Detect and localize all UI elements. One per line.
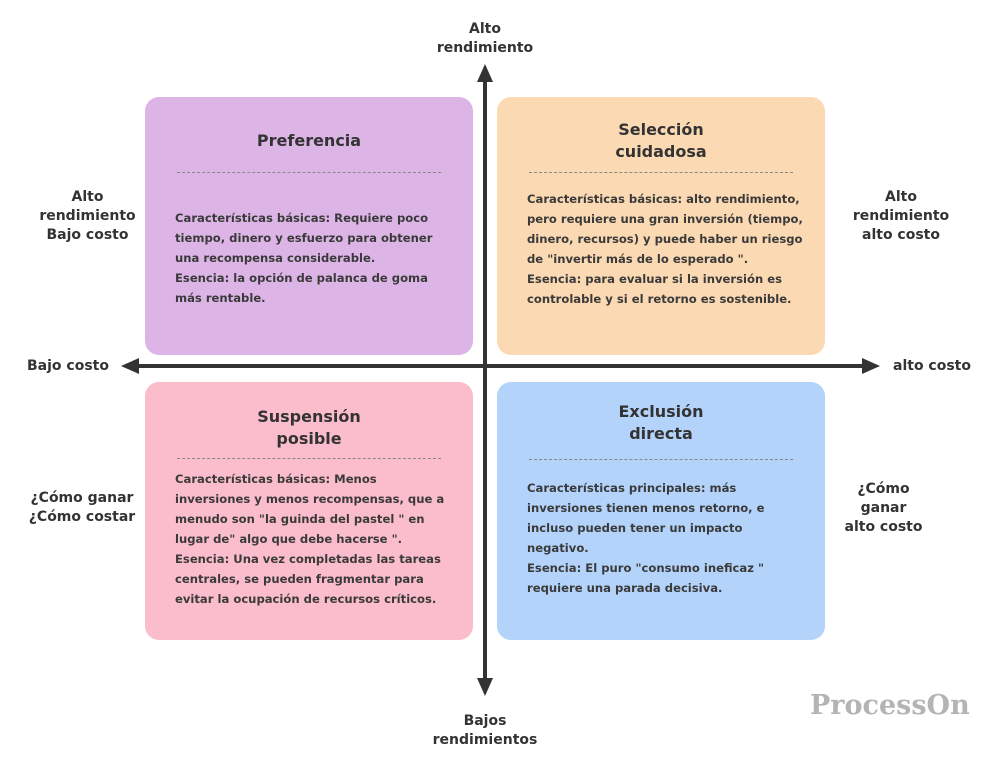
side-label-lower-right: ¿Cómo ganar alto costo <box>844 481 923 535</box>
side-label-upper-right: Alto rendimiento alto costo <box>852 189 950 243</box>
axis-label-left: Bajo costo <box>27 358 109 374</box>
quadrant-exclusion-directa: Exclusión directa Características princi… <box>497 382 825 640</box>
arrow-down-icon <box>477 678 493 696</box>
quadrant-description: Características básicas: Requiere poco t… <box>175 211 433 305</box>
axis-label-bottom: Bajos rendimientos <box>432 713 538 748</box>
axis-label-right: alto costo <box>893 358 971 374</box>
quadrant-preferencia: Preferencia Características básicas: Req… <box>145 97 473 355</box>
divider <box>177 458 441 459</box>
axis-label-top: Alto rendimiento <box>436 21 534 56</box>
quadrant-description: Características básicas: alto rendimient… <box>527 192 803 306</box>
side-label-lower-left: ¿Cómo ganar ¿Cómo costar <box>28 490 136 525</box>
arrow-left-icon <box>121 358 139 374</box>
side-label-upper-left: Alto rendimiento Bajo costo <box>39 189 136 243</box>
quadrant-title: Exclusión directa <box>618 402 704 443</box>
quadrant-title: Suspensión posible <box>257 407 361 448</box>
arrow-up-icon <box>477 64 493 82</box>
quadrant-suspension-posible: Suspensión posible Características básic… <box>145 382 473 640</box>
quadrant-seleccion-cuidadosa: Selección cuidadosa Características bási… <box>497 97 825 355</box>
quadrant-description: Características principales: más inversi… <box>527 481 765 595</box>
quadrant-description: Características básicas: Menos inversion… <box>175 472 445 606</box>
divider <box>529 459 793 460</box>
arrow-right-icon <box>862 358 880 374</box>
processon-watermark: ProcessOn <box>810 690 970 721</box>
quadrant-title: Selección cuidadosa <box>615 120 707 161</box>
divider <box>177 172 441 173</box>
divider <box>529 172 793 173</box>
quadrant-title: Preferencia <box>256 131 362 150</box>
